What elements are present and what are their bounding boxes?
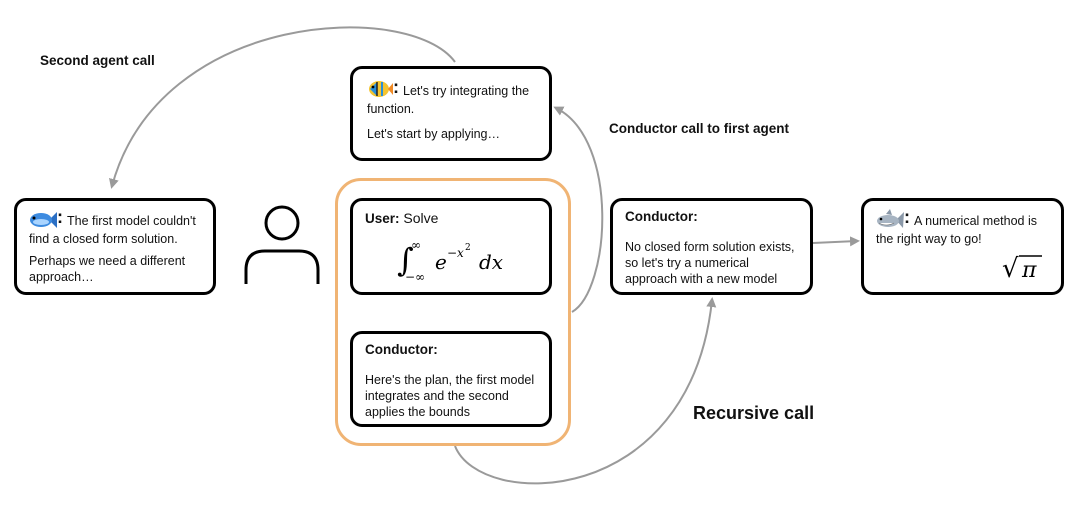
- user-avatar-icon: [244, 205, 320, 284]
- second-agent-call-label: Second agent call: [40, 53, 155, 68]
- svg-text:π: π: [1021, 258, 1037, 283]
- conductor-plan-title: Conductor:: [365, 342, 438, 357]
- second-agent-call-arrow: [109, 26, 456, 189]
- conductor-plan-text: Here's the plan, the first model integra…: [365, 373, 535, 419]
- svg-text:∞: ∞: [411, 238, 421, 252]
- user-prompt-text: User: Solve: [365, 210, 439, 226]
- svg-text:−x: −x: [447, 246, 464, 260]
- integral-formula: ∫ ∞ −∞ e −x 2 dx: [397, 238, 503, 284]
- sqrt-pi-formula: √ π: [1002, 254, 1042, 284]
- recursive-call-label: Recursive call: [693, 403, 815, 423]
- agent-top-line1: :Let's try integrating the function.: [367, 77, 530, 116]
- svg-text:2: 2: [465, 243, 471, 253]
- svg-text:√: √: [1002, 254, 1019, 284]
- svg-text:dx: dx: [479, 250, 503, 274]
- recursive-call-arrow: [454, 297, 717, 485]
- conductor-plan-box: Conductor: Here's the plan, the first mo…: [350, 331, 552, 427]
- conductor-right-title: Conductor:: [625, 209, 698, 224]
- agent-top-box: :Let's try integrating the function. Let…: [350, 66, 552, 161]
- tropical-fish-icon: [369, 81, 393, 97]
- agent-top-line2: Let's start by applying…: [367, 127, 501, 141]
- conductor-call-label: Conductor call to first agent: [609, 121, 790, 136]
- conductor-call-arrow: [553, 106, 604, 313]
- conductor-right-box: Conductor: No closed form solution exist…: [610, 198, 813, 295]
- blue-fish-icon: [30, 212, 57, 228]
- conductor-to-agent-arrow: [812, 236, 860, 247]
- svg-text:∫: ∫: [397, 241, 414, 279]
- agent-right-box: :A numerical method is the right way to …: [861, 198, 1064, 295]
- user-prompt-box: User: Solve ∫ ∞ −∞ e −x 2 dx: [350, 198, 552, 295]
- agent-left-line1: :The first model couldn't find a closed …: [29, 207, 196, 246]
- svg-text:e: e: [435, 250, 447, 274]
- conversation-group: [335, 178, 571, 446]
- shark-icon: [877, 209, 904, 228]
- agent-right-text: :A numerical method is the right way to …: [876, 207, 1037, 246]
- agent-left-box: :The first model couldn't find a closed …: [14, 198, 216, 295]
- agent-left-line2: Perhaps we need a different approach…: [29, 254, 186, 284]
- conductor-right-text: No closed form solution exists, so let's…: [625, 240, 795, 286]
- svg-text:−∞: −∞: [405, 270, 425, 284]
